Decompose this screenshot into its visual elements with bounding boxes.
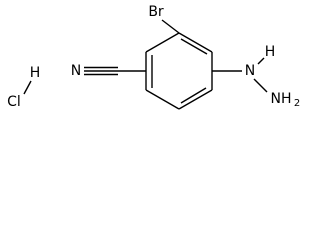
- bond-n-n: [253, 78, 268, 93]
- bromine-label: Br: [148, 4, 164, 20]
- hydrazine-n-label: N: [245, 63, 255, 79]
- nitrile-nitrogen-label: N: [71, 63, 81, 79]
- ring-double-bond-inner-1: [180, 38, 208, 55]
- ring-double-bond-inner-2: [180, 87, 207, 104]
- hydrazine-h-label: H: [265, 44, 276, 60]
- hydrazine-nh2-label: NH: [271, 91, 292, 107]
- hcl-hydrogen-label: H: [30, 65, 41, 81]
- ring-bond-4: [145, 89, 180, 110]
- chlorine-label: Cl: [7, 94, 21, 110]
- ring-bond-6: [145, 32, 180, 53]
- hydrazine-nh2-subscript: 2: [294, 98, 300, 109]
- bond-n-h: [257, 57, 265, 65]
- bond-c-br: [161, 19, 180, 34]
- benzene-ring: [145, 32, 213, 110]
- ring-bond-1: [178, 32, 213, 53]
- structure-diagram: Br N N H NH 2 Cl H: [7, 4, 300, 110]
- bond-h-cl: [23, 80, 32, 95]
- ring-bond-3: [178, 89, 213, 110]
